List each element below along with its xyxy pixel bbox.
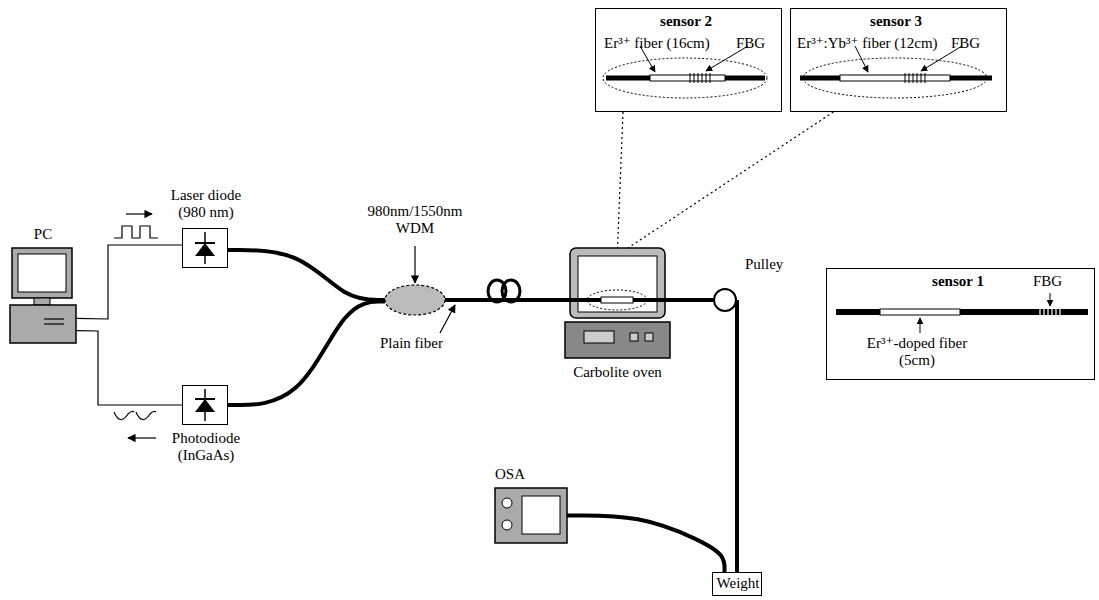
fiber: [836, 309, 880, 315]
wdm-coupler: 980nm/1550nm WDM: [385, 285, 445, 315]
pc-stand: [34, 298, 50, 305]
node-label: Er³⁺ fiber (16cm): [604, 35, 710, 52]
fiber: [565, 298, 670, 302]
pc-screen: [18, 254, 66, 292]
sensor-title: sensor 3: [791, 13, 1001, 30]
osa-knob: [502, 498, 512, 508]
oven-display: [584, 331, 614, 343]
oven-button: [630, 333, 638, 341]
diode-bar: [195, 242, 215, 244]
node-label: Er³⁺:Yb³⁺ fiber (12cm): [797, 35, 938, 52]
wdm-coupler: [385, 285, 445, 315]
node-label: Weight: [713, 575, 763, 592]
oven-button: [645, 333, 653, 341]
dotted-leader: [628, 112, 833, 248]
signal-arrow: [126, 213, 152, 214]
fiber: [960, 309, 1088, 315]
sensor-box: sensor 2 Er³⁺ fiber (16cm) FBG: [595, 8, 782, 112]
laser-diode: Laser diode (980 nm): [182, 228, 228, 268]
node-label: PC: [10, 226, 76, 243]
diode-bar: [195, 398, 215, 400]
sensor-in-oven: [601, 297, 633, 303]
leader-arrow: [414, 246, 415, 283]
fbg-grating: [905, 73, 925, 83]
sensor-title: sensor 2: [596, 13, 776, 30]
osa-knob: [502, 520, 512, 530]
signal-wire: [76, 245, 182, 319]
dotted-leader: [618, 112, 624, 248]
osa-body: [495, 488, 567, 543]
node-label: Er³⁺-doped fiber (5cm): [852, 335, 982, 370]
optical-fiber: [735, 300, 739, 572]
sensor-box: sensor 3 Er³⁺:Yb³⁺ fiber (12cm) FBG: [790, 8, 1007, 112]
oven-controller: [565, 322, 670, 358]
pulse-response: [114, 411, 156, 419]
osa-screen: [522, 496, 560, 534]
optical-fiber: [670, 298, 713, 302]
doped-fiber: [840, 75, 950, 81]
fbg-grating: [1040, 309, 1060, 315]
doped-fiber: [650, 75, 725, 81]
leader-arrow: [1050, 293, 1051, 306]
oven-window: [578, 256, 657, 312]
node-label: FBG: [736, 35, 765, 52]
computer: PC: [10, 248, 76, 343]
fiber: [950, 76, 992, 81]
node-label: Photodiode (InGaAs): [156, 430, 256, 465]
pc-base: [10, 305, 76, 343]
node-label: 980nm/1550nm WDM: [360, 203, 470, 238]
node-label: Carbolite oven: [545, 364, 690, 381]
photodiode-symbol: [195, 399, 215, 412]
fiber: [606, 76, 650, 81]
node-label: Laser diode (980 nm): [161, 187, 251, 222]
fiber: [800, 76, 840, 81]
weight: Weight: [712, 572, 762, 596]
sensor-outline: [587, 290, 647, 310]
node-label: FBG: [951, 35, 980, 52]
part-label: Plain fiber: [380, 335, 443, 352]
photodiode: Photodiode (InGaAs): [182, 385, 228, 425]
optical-fiber: [228, 302, 385, 406]
signal-wire: [76, 331, 182, 405]
fiber: [725, 76, 765, 81]
sensor-outline: [603, 58, 767, 98]
fbg-grating: [690, 73, 710, 83]
node-label: FBG: [1033, 273, 1062, 290]
pc-slot: [44, 318, 64, 319]
optical-fiber: [567, 515, 725, 572]
sensor-box: sensor 1Er³⁺-doped fiber (5cm)FBG: [826, 268, 1095, 380]
signal-arrow: [128, 437, 156, 438]
leader-arrow: [920, 318, 921, 333]
laser-diode-symbol: [195, 243, 215, 256]
node-label: OSA: [495, 466, 525, 483]
pulley: Pulley: [713, 288, 737, 312]
leader-arrow: [440, 305, 455, 333]
oven-body: [570, 248, 665, 318]
pc-monitor: [12, 248, 72, 298]
node-label: Pulley: [745, 256, 783, 273]
doped-fiber: [880, 309, 960, 315]
optical-fiber: [228, 250, 385, 300]
oven: Carbolite oven: [565, 248, 670, 358]
pc-slot: [44, 323, 64, 324]
osa: OSA: [495, 488, 567, 543]
optical-fiber: [445, 298, 565, 302]
pulse-train: [114, 226, 158, 238]
